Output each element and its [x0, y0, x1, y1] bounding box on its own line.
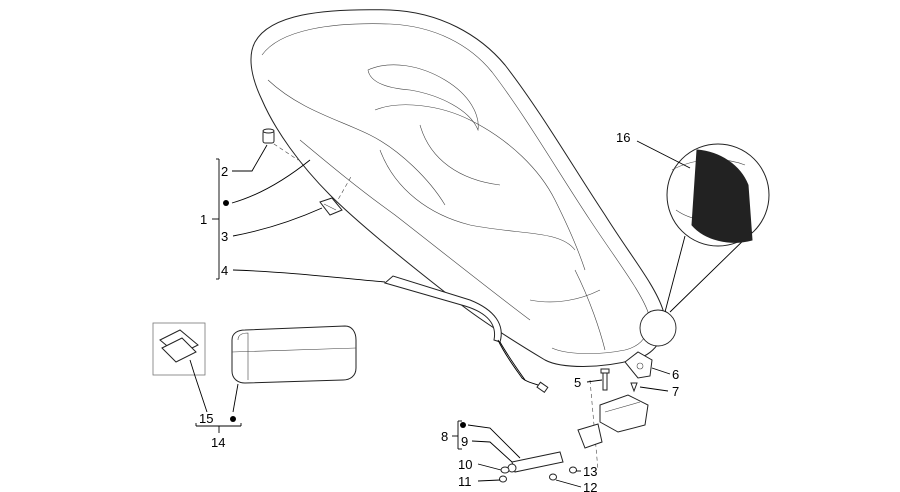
callout-3: 3	[221, 229, 228, 244]
callout-7: 7	[672, 384, 679, 399]
clip-box	[152, 322, 206, 376]
bolt	[600, 368, 610, 391]
callout-2: 2	[221, 164, 228, 179]
callout-15: 15	[199, 411, 213, 426]
document-pouch	[231, 325, 357, 384]
callout-11: 11	[458, 474, 472, 489]
callout-12: 12	[583, 480, 597, 492]
bracket	[319, 197, 343, 216]
leader-lines	[189, 140, 691, 488]
washer	[500, 466, 510, 474]
gas-strut	[507, 451, 564, 473]
detail-magnifier	[639, 143, 770, 347]
callout-9: 9	[461, 434, 468, 449]
nut	[499, 475, 507, 483]
bush	[569, 466, 577, 474]
callout-14: 14	[211, 435, 225, 450]
hinge-plate	[624, 351, 653, 379]
bullet-dot	[223, 200, 229, 206]
callout-16: 16	[616, 130, 630, 145]
latch-lock	[577, 394, 649, 449]
release-cable	[383, 275, 549, 394]
screw	[630, 382, 638, 393]
bullet-dot	[230, 416, 236, 422]
seat	[250, 9, 665, 367]
bullet-dot	[460, 422, 466, 428]
callout-10: 10	[458, 457, 472, 472]
callout-4: 4	[221, 263, 228, 278]
callout-13: 13	[583, 464, 597, 479]
callout-1: 1	[200, 212, 207, 227]
callout-8: 8	[441, 429, 448, 444]
callout-5: 5	[574, 375, 581, 390]
spacer	[549, 473, 557, 481]
rubber-buffer	[262, 128, 275, 144]
callout-6: 6	[672, 367, 679, 382]
